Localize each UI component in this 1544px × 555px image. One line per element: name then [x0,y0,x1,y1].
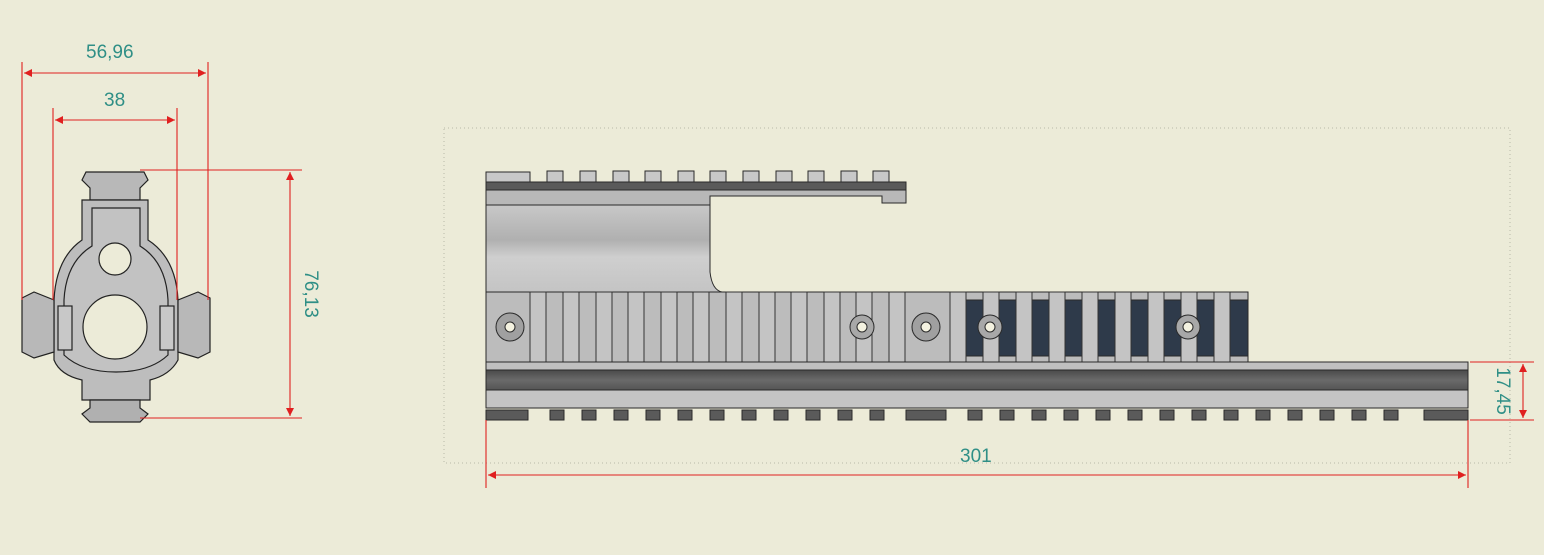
top-rail-teeth [485,170,890,183]
bottom-rail-teeth [485,409,1469,421]
dim-rail-height: 17,45 [1491,367,1513,415]
side-view [485,170,1469,421]
end-view-dimensions [21,62,302,419]
dim-inner-width: 38 [104,90,126,111]
screw-icons [495,312,1201,342]
view-frame [443,127,1511,464]
end-view [21,171,211,423]
dim-length: 301 [960,446,992,467]
side-view-dimensions [485,361,1534,488]
dim-overall-width: 56,96 [86,42,134,63]
dim-height: 76,13 [299,270,321,318]
side-rail-slats [529,291,1231,363]
